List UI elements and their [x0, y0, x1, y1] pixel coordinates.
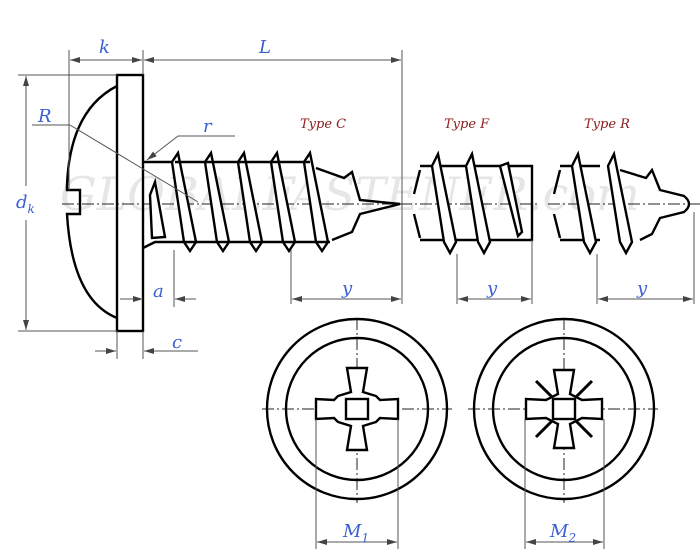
dim-m1-label: M1 [342, 521, 369, 545]
dim-r-label: r [203, 116, 213, 137]
side-view: k L dk R r a c y Type C [14, 37, 408, 359]
dim-y-c-label: y [341, 278, 353, 299]
dim-y-r-label: y [636, 278, 648, 299]
flange [115, 73, 145, 333]
dim-y-f-label: y [486, 278, 498, 299]
type-r-view: y Type R [548, 117, 700, 304]
outer-circle-m2 [472, 317, 656, 501]
dim-dk-label: dk [16, 192, 35, 216]
phillips-recess-icon [314, 366, 400, 452]
type-c-label: Type C [300, 117, 346, 132]
dim-R-leader [69, 124, 199, 203]
dim-m2-label: M2 [549, 521, 576, 545]
type-r-label: Type R [584, 117, 630, 132]
dim-a-label: a [153, 281, 164, 302]
dim-c-label: c [172, 332, 182, 353]
pozidriv-recess-icon [524, 368, 604, 450]
dim-r-leader [146, 135, 179, 161]
shank [142, 160, 175, 250]
outer-circle-m1 [265, 317, 449, 501]
head-thread-start [148, 177, 167, 240]
type-f-view: y Type F [400, 117, 540, 304]
top-view-m1: M1 [262, 317, 452, 549]
thread-type-c [170, 149, 401, 254]
dim-L-label: L [258, 37, 271, 58]
dim-k-label: k [99, 37, 110, 58]
top-view-m2: M2 [468, 317, 658, 549]
head-dome [65, 84, 118, 320]
inner-circle-m2 [491, 336, 637, 482]
type-f-label: Type F [444, 117, 490, 132]
inner-circle-m1 [284, 336, 430, 482]
dim-R-label: R [37, 106, 52, 127]
